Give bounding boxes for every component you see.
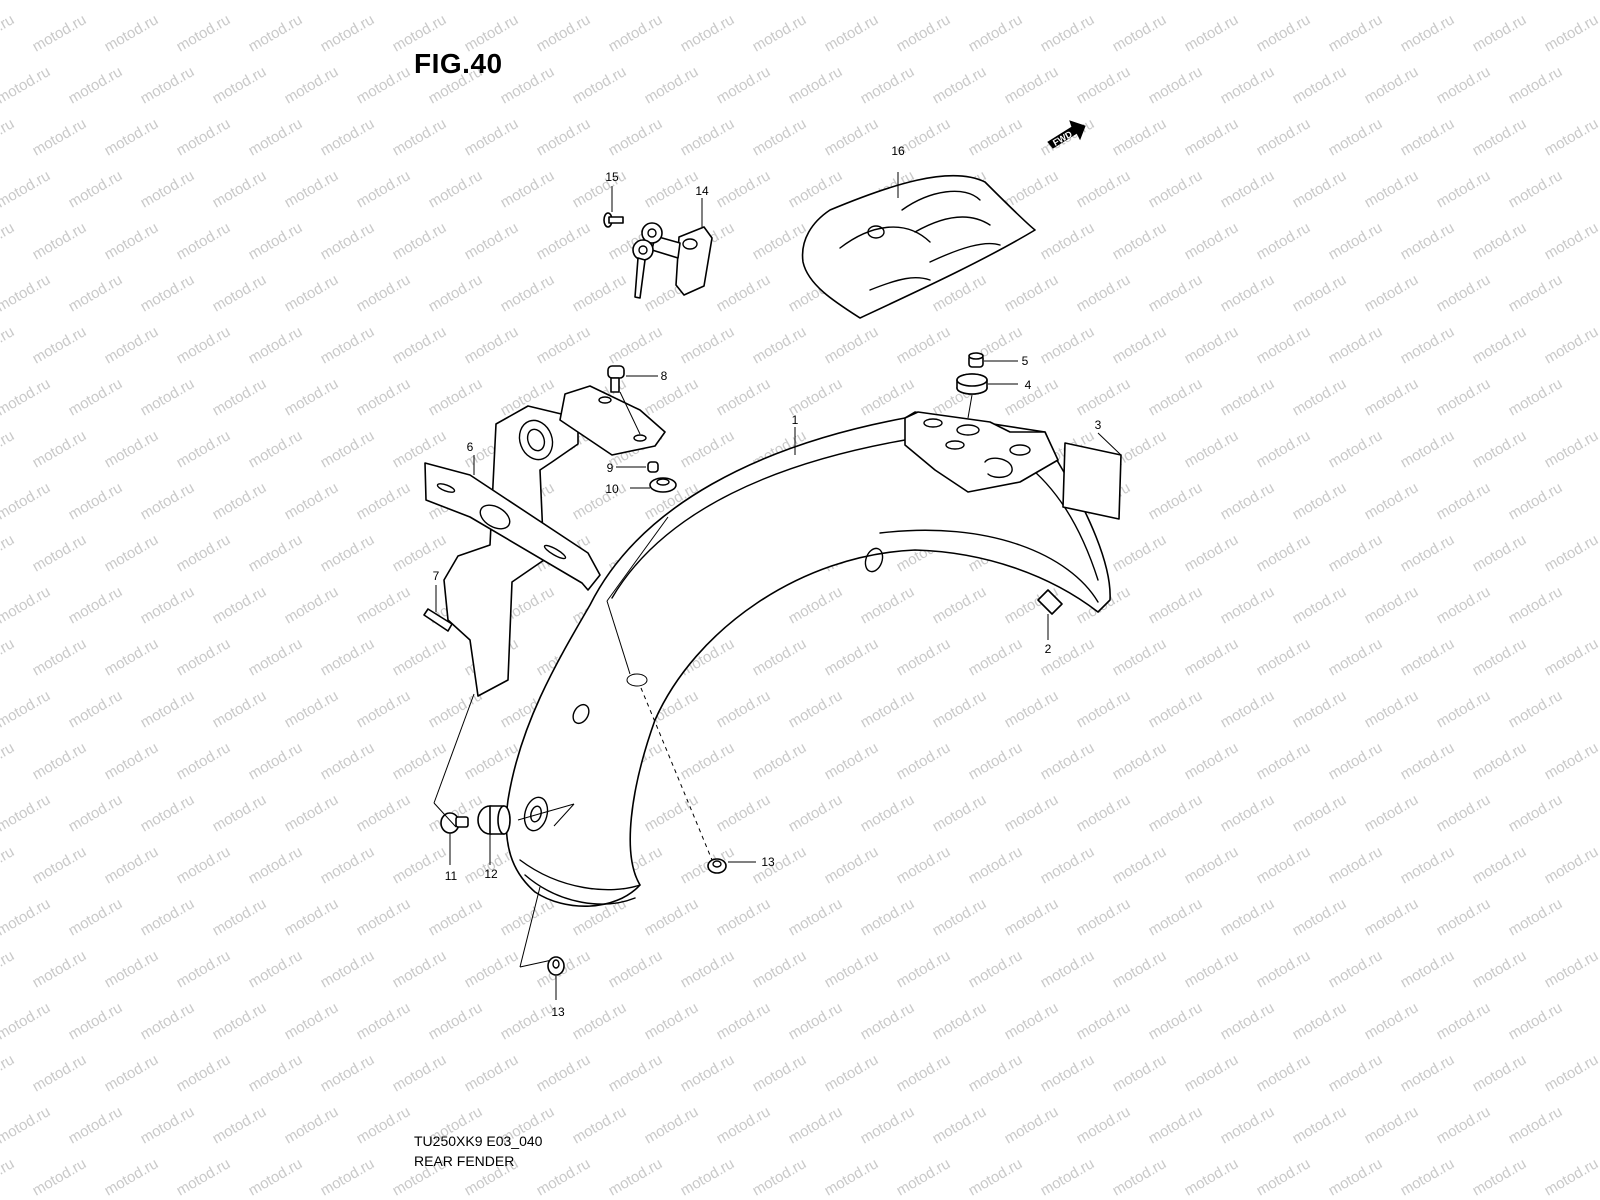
part-3-reflector xyxy=(1062,432,1122,520)
callout-6: 6 xyxy=(467,440,474,454)
callout-4: 4 xyxy=(1025,378,1032,392)
callout-1: 1 xyxy=(792,413,799,427)
callout-9: 9 xyxy=(607,461,614,475)
lower-assembly-lines xyxy=(433,693,575,968)
callout-labels: 1 2 3 4 5 6 7 8 9 10 11 12 13 13 14 15 1… xyxy=(433,144,1102,1019)
model-code: TU250XK9 E03_040 xyxy=(414,1133,543,1149)
callout-7: 7 xyxy=(433,569,440,583)
callout-13-lower: 13 xyxy=(551,1005,565,1019)
part-13-nut-upper xyxy=(640,687,756,874)
callout-2: 2 xyxy=(1045,642,1052,656)
part-15-screw xyxy=(603,186,624,228)
part-16-seat-cover xyxy=(801,172,1036,319)
forward-direction-badge: FWD xyxy=(1047,120,1086,149)
part-14-seat-lock xyxy=(632,198,713,299)
callout-3: 3 xyxy=(1095,418,1102,432)
callout-8: 8 xyxy=(661,369,668,383)
part-2-label xyxy=(1037,589,1063,640)
callout-11: 11 xyxy=(445,869,458,883)
part-9-nut xyxy=(616,461,659,473)
figure-title: FIG.40 xyxy=(414,48,503,79)
part-13-nut-lower xyxy=(547,956,565,1000)
part-11-fastener xyxy=(440,812,469,865)
part-10-grommet xyxy=(606,477,677,675)
part-6-license-bracket xyxy=(424,385,666,697)
part-8-bolt xyxy=(607,365,658,435)
section-name: REAR FENDER xyxy=(414,1153,515,1169)
part-4-cushion xyxy=(956,373,1018,419)
callout-16: 16 xyxy=(891,144,905,158)
part-5-bushing xyxy=(968,352,1018,368)
part-12-collar xyxy=(477,805,511,865)
part-1-rear-fender xyxy=(505,411,1111,907)
callout-13-upper: 13 xyxy=(761,855,775,869)
callout-10: 10 xyxy=(605,482,619,496)
callout-5: 5 xyxy=(1022,354,1029,368)
callout-15: 15 xyxy=(605,170,619,184)
part-7-pad xyxy=(423,585,453,632)
callout-14: 14 xyxy=(695,184,709,198)
callout-12: 12 xyxy=(484,867,498,881)
